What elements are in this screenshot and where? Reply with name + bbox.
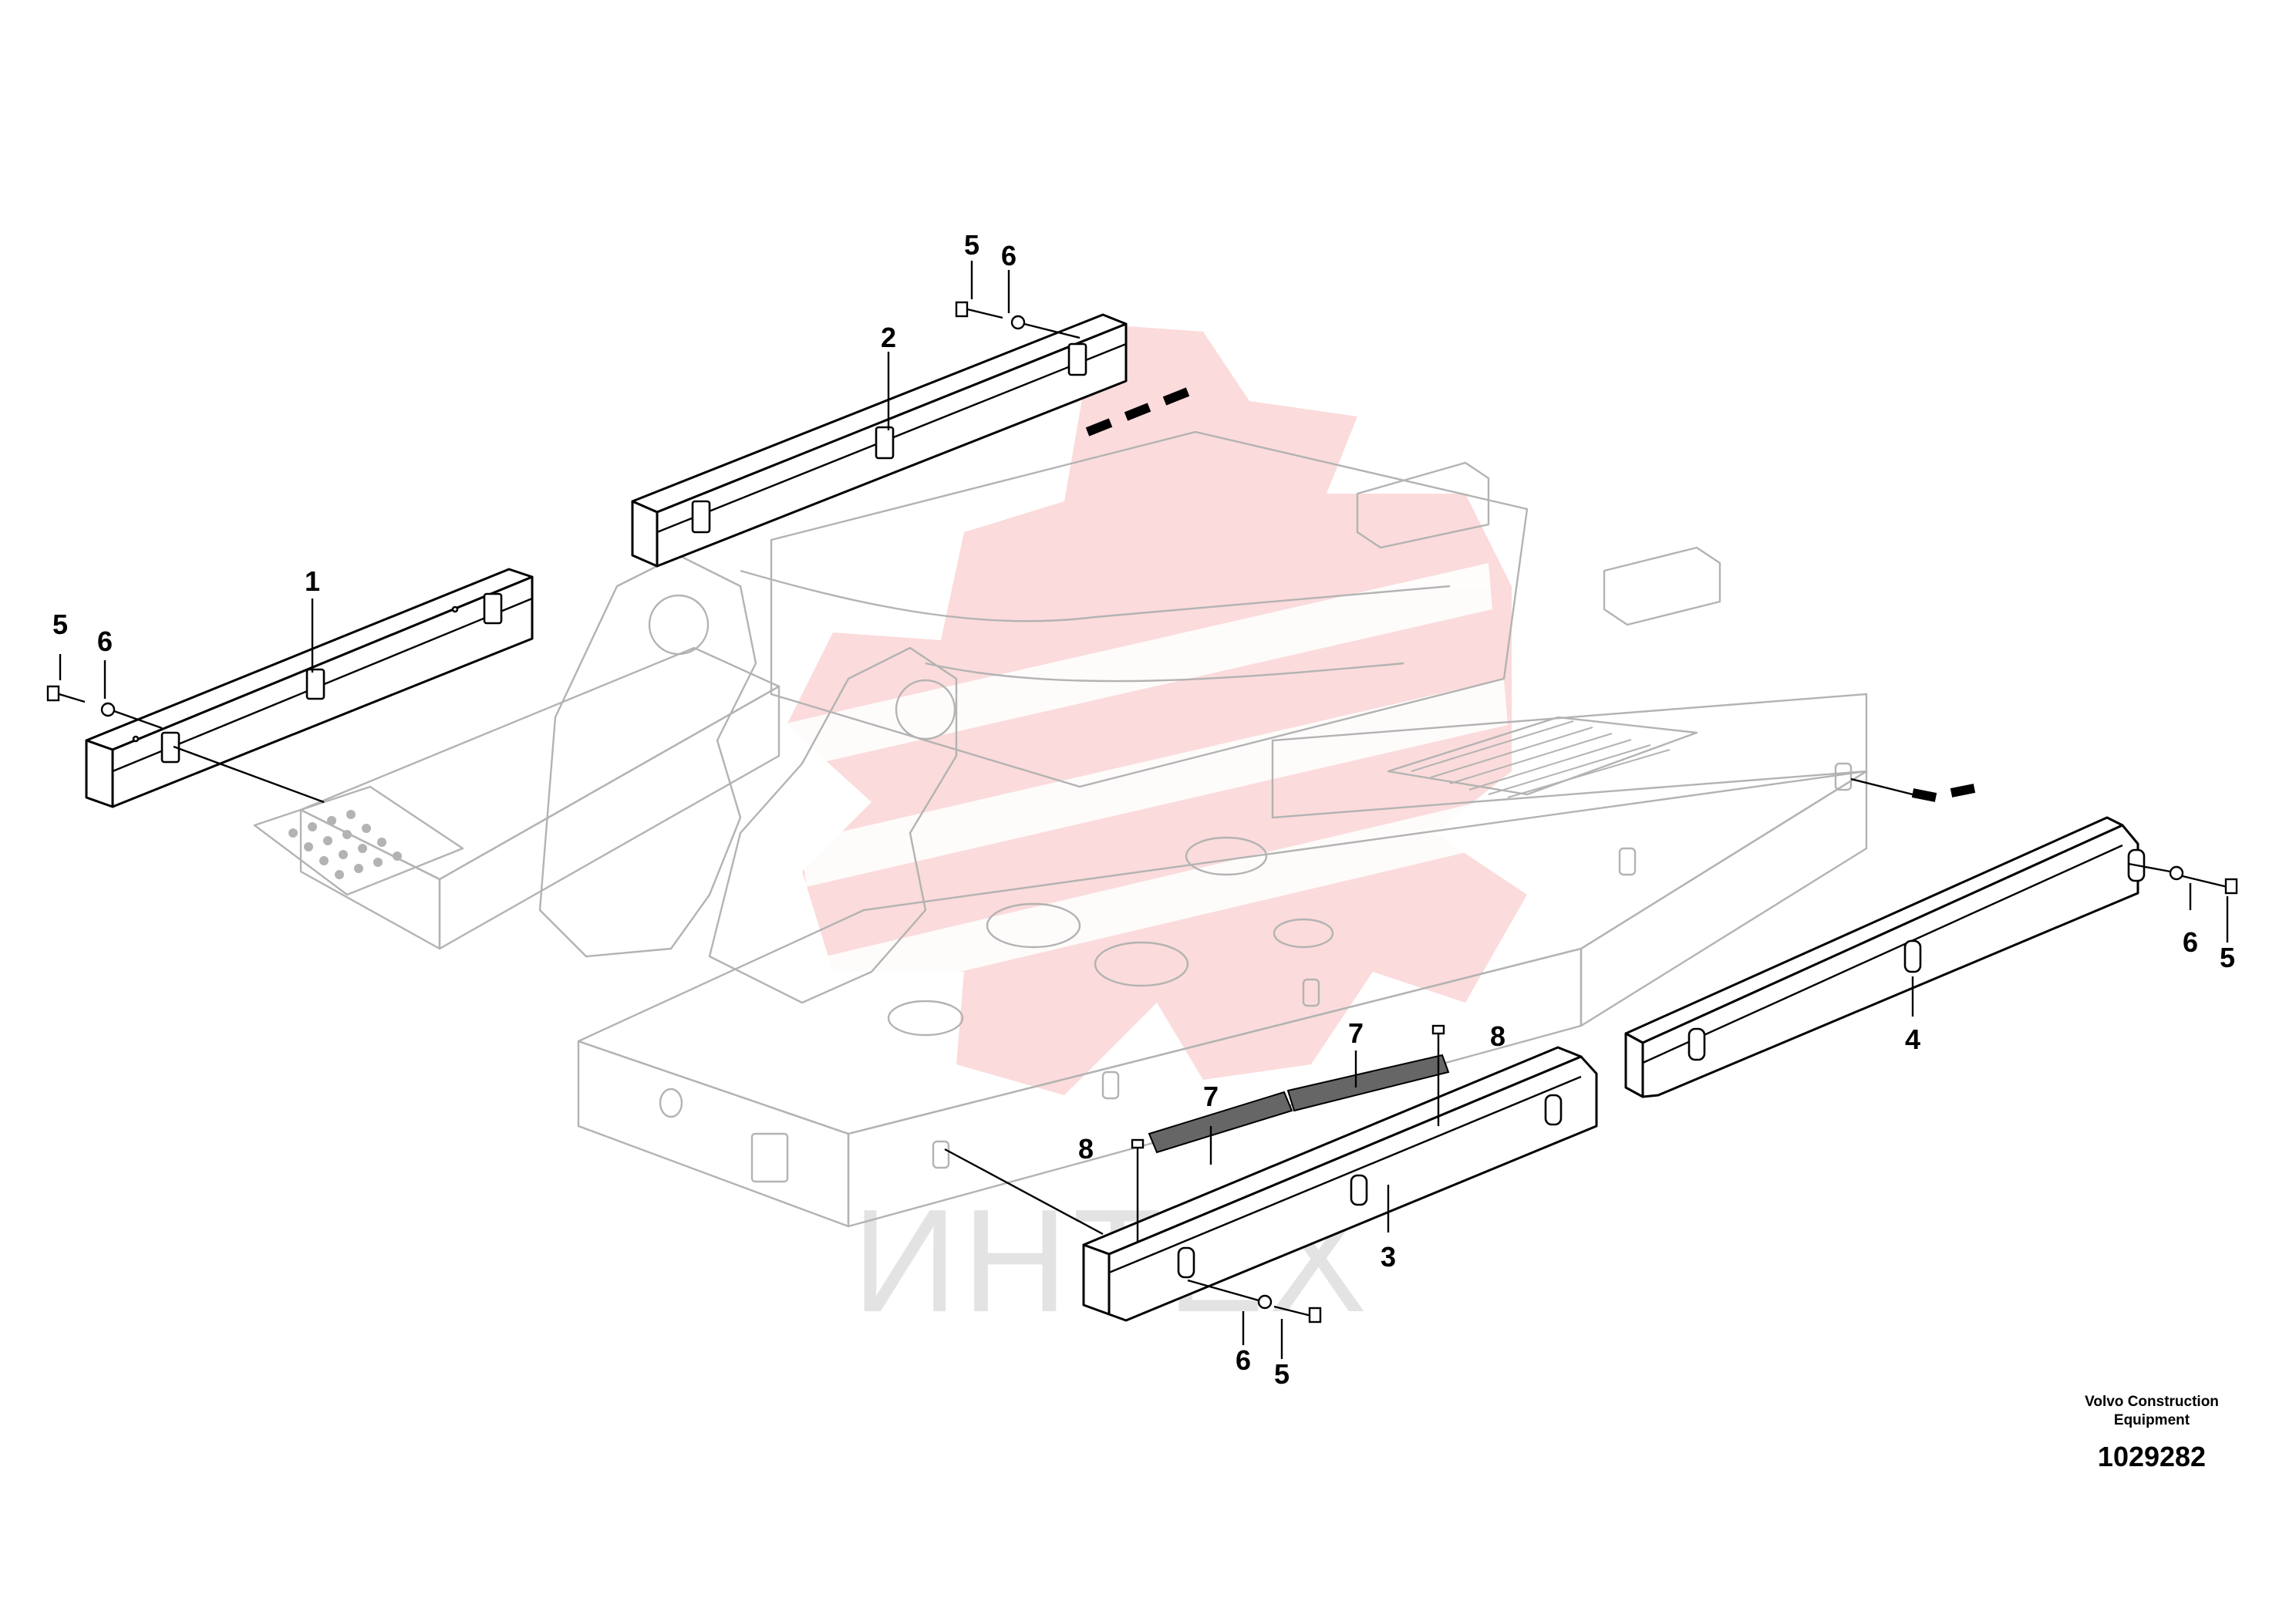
callout-1: 1 [305,565,320,597]
callout-7-left: 7 [1203,1081,1219,1112]
callout-5-top: 5 [964,229,979,261]
callout-labels: 1 2 3 4 5 5 5 5 6 6 6 6 7 7 8 8 [52,229,2235,1390]
guard-part-4 [1624,816,2146,1098]
callout-7-right: 7 [1348,1017,1364,1049]
assembly-dashes [1085,387,1976,802]
callout-6-right: 6 [2183,926,2198,958]
callout-4: 4 [1905,1023,1920,1055]
bolts-and-washers [46,301,2238,1324]
callout-8-right: 8 [1490,1020,1505,1052]
manufacturer-line-1: Volvo Construction [2085,1394,2219,1410]
callout-5-bottom: 5 [1274,1358,1290,1390]
drawing-number: 1029282 [2097,1441,2207,1472]
callout-2: 2 [881,322,896,353]
drawing-footer: Volvo Construction Equipment 1029282 [2036,1393,2267,1473]
callout-6-top: 6 [1001,240,1017,271]
assembly-leaders [173,745,1913,1242]
manufacturer-line-2: Equipment [2113,1412,2190,1428]
callout-3: 3 [1381,1241,1396,1273]
watermark-logo [779,324,1527,1095]
guard-part-1 [85,568,534,808]
guard-part-3 [1082,1046,1598,1322]
callout-leaders [59,261,2229,1359]
callout-5-right: 5 [2220,942,2235,973]
callout-6-left: 6 [97,626,113,657]
callout-6-bottom: 6 [1236,1344,1251,1376]
callout-8-left: 8 [1078,1133,1094,1165]
main-frame [253,430,1868,1228]
left-step-holes [288,810,402,879]
callout-5-left: 5 [52,609,68,640]
guard-part-2 [631,313,1128,568]
